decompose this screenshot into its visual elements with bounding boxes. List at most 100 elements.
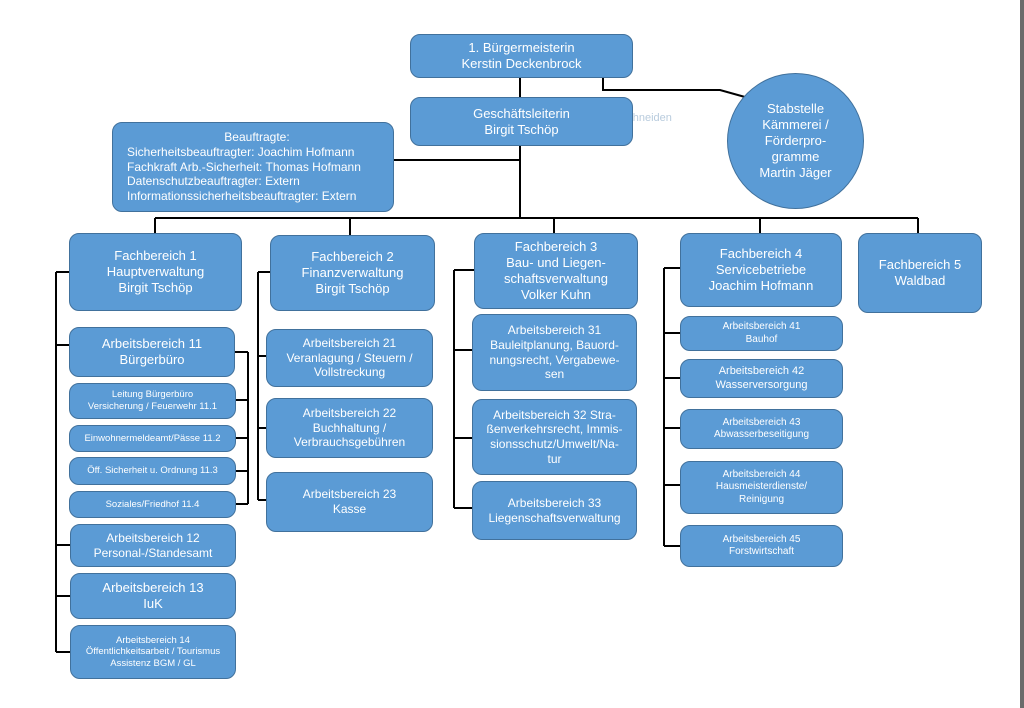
box-text-line: Arbeitsbereich 13 <box>102 580 204 596</box>
box-text-line: Arbeitsbereich 12 <box>106 530 200 545</box>
box-text-line: Fachbereich 1 <box>114 248 197 264</box>
unit-ab11-3[interactable]: Öff. Sicherheit u. Ordnung 11.3 <box>69 457 236 485</box>
box-text-line: Reinigung <box>738 493 785 505</box>
commissioners-box[interactable]: Beauftragte:Sicherheitsbeauftragter: Joa… <box>112 122 394 212</box>
box-text-line: schaftsverwaltung <box>503 271 609 286</box>
box-text-line: Veranlagung / Steuern / <box>286 350 413 365</box>
box-text-line: Arbeitsbereich 44 <box>722 469 801 481</box>
box-text-line: Birgit Tschöp <box>315 280 390 296</box>
box-text-line: Birgit Tschöp <box>484 121 559 137</box>
box-text-line: Soziales/Friedhof 11.4 <box>105 498 200 510</box>
box-text-line: Stabstelle <box>766 101 825 117</box>
box-text-line: Forstwirtschaft <box>728 546 794 557</box>
unit-ab11-2[interactable]: Einwohnermeldeamt/Pässe 11.2 <box>69 425 236 452</box>
box-text-line: Kasse <box>332 502 367 516</box>
box-text-line: Volker Kuhn <box>520 286 592 302</box>
box-text-line: Verbrauchsgebühren <box>293 435 406 450</box>
box-text-line: Informationssicherheitsbeauftragter: Ext… <box>127 188 357 203</box>
box-text-line: Arbeitsbereich 31 <box>507 323 602 338</box>
box-text-line: Arbeitsbereich 14 <box>116 634 190 646</box>
box-text-line: Versicherung / Feuerwehr 11.1 <box>87 401 218 412</box>
box-text-line: 1. Bürgermeisterin <box>468 40 575 56</box>
box-text-line: Waldbad <box>894 273 946 288</box>
box-text-line: Förderpro- <box>764 133 827 149</box>
box-text-line: Joachim Hofmann <box>708 277 814 293</box>
box-text-line: Birgit Tschöp <box>118 279 193 295</box>
box-text-line: Kerstin Deckenbrock <box>461 56 582 71</box>
box-text-line: Arbeitsbereich 23 <box>302 487 397 502</box>
box-text-line: Datenschutzbeauftragter: Extern <box>127 174 300 189</box>
box-text-line: Wasserversorgung <box>715 378 808 391</box>
box-text-line: Geschäftsleiterin <box>473 105 570 121</box>
box-text-line: Einwohnermeldeamt/Pässe 11.2 <box>84 432 221 444</box>
box-text-line: Fachbereich 4 <box>719 246 803 262</box>
box-text-line: Fachbereich 2 <box>311 249 394 265</box>
box-text-line: sionsschutz/Umwelt/Na- <box>490 437 619 451</box>
box-text-line: Arbeitsbereich 32 Stra- <box>493 407 616 422</box>
unit-ab32[interactable]: Arbeitsbereich 32 Stra-ßenverkehrsrecht,… <box>472 399 637 475</box>
box-text-line: Sicherheitsbeauftragter: Joachim Hofmann <box>127 145 355 160</box>
box-text-line: Personal-/Standesamt <box>93 545 213 560</box>
box-text-line: Servicebetriebe <box>715 262 807 278</box>
box-text-line: Arbeitsbereich 41 <box>722 321 801 333</box>
box-text-line: Öff. Sicherheit u. Ordnung 11.3 <box>87 465 218 477</box>
box-text-line: Leitung Bürgerbüro <box>111 389 194 401</box>
box-text-line: Arbeitsbereich 11 <box>101 336 203 352</box>
box-text-line: nungsrecht, Vergabewe- <box>489 352 620 367</box>
box-text-line: Kämmerei / <box>762 117 829 133</box>
box-text-line: Arbeitsbereich 21 <box>302 336 397 351</box>
box-text-line: tur <box>547 451 562 466</box>
box-text-line: Arbeitsbereich 43 <box>722 416 801 428</box>
box-text-line: Fachkraft Arb.-Sicherheit: Thomas Hofman… <box>127 159 361 174</box>
box-text-line: Fachbereich 3 <box>514 239 598 255</box>
window-edge <box>1020 0 1024 708</box>
box-text-line: sen <box>544 367 565 382</box>
box-text-line: Hauptverwaltung <box>106 264 205 280</box>
box-text-line: ßenverkehrsrecht, Immis- <box>486 422 623 437</box>
box-text-line: Fachbereich 5 <box>878 257 962 273</box>
box-text-line: Finanzverwaltung <box>301 265 404 281</box>
box-text-line: Beauftragte: <box>224 130 290 145</box>
box-text-line: Bauleitplanung, Bauord- <box>490 337 619 352</box>
box-text-line: Buchhaltung / <box>312 420 387 435</box>
box-text-line: Hausmeisterdienste/ <box>715 481 808 493</box>
unit-ab11-4[interactable]: Soziales/Friedhof 11.4 <box>69 491 236 518</box>
box-text-line: Abwasserbeseitigung <box>713 429 810 440</box>
box-text-line: Bau- und Liegen- <box>506 255 606 271</box>
box-text-line: Martin Jäger <box>759 164 832 180</box>
box-text-line: gramme <box>771 148 820 164</box>
box-text-line: Öffentlichkeitsarbeit / Tourismus <box>85 646 221 658</box>
box-text-line: IuK <box>143 596 163 611</box>
box-text-line: Arbeitsbereich 45 <box>722 533 801 545</box>
box-text-line: Assistenz BGM / GL <box>110 657 196 669</box>
box-text-line: Arbeitsbereich 33 <box>507 495 602 510</box>
box-text-line: Bürgerbüro <box>119 352 185 367</box>
box-text-line: Arbeitsbereich 22 <box>302 406 397 421</box>
box-text-line: Bauhof <box>745 333 778 345</box>
